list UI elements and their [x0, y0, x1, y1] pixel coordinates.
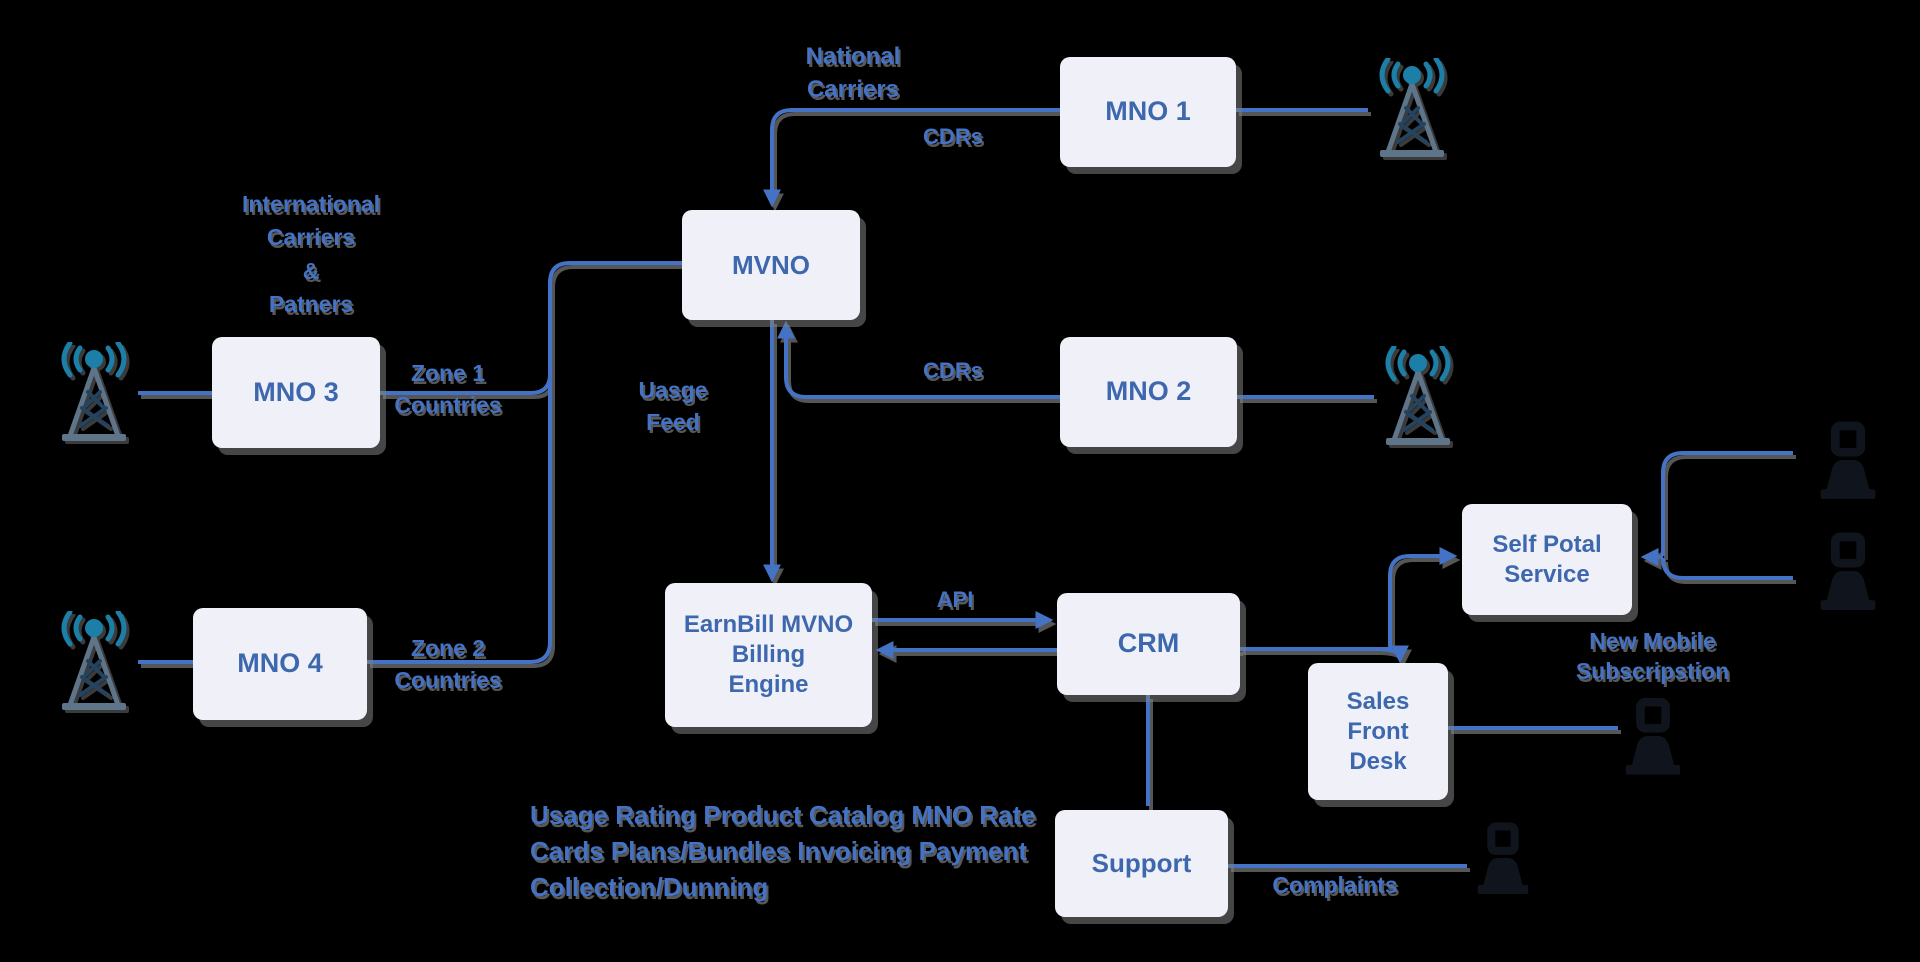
label-complaints: Complaints — [1272, 872, 1398, 898]
edge-international-trunk-mvno-to-mno4 — [367, 261, 682, 664]
label-cdrs-mid: CDRs — [923, 358, 983, 383]
cell-tower-icon — [61, 342, 127, 441]
cell-tower-icon — [1385, 346, 1451, 445]
cell-tower-icon — [1379, 58, 1445, 157]
node-mno2[interactable]: MNO 2 — [1060, 337, 1237, 447]
node-self-portal-service[interactable]: Self Potal Service — [1462, 504, 1632, 615]
user-icon — [1625, 697, 1681, 775]
label-new-mobile-subscription: New Mobile Subscripstion — [1575, 628, 1730, 684]
node-mno1[interactable]: MNO 1 — [1060, 57, 1236, 167]
node-crm[interactable]: CRM — [1057, 593, 1240, 695]
node-mvno[interactable]: MVNO — [682, 210, 860, 320]
label-zone2-countries: Zone 2 Countries — [394, 635, 502, 693]
edge-user1-to-bracket — [1661, 451, 1793, 556]
label-international-carriers-partners: International Carriers & Patners — [241, 191, 380, 318]
user-icon — [1820, 532, 1876, 610]
label-api: API — [936, 587, 974, 612]
node-support[interactable]: Support — [1055, 810, 1228, 917]
node-sales-front-desk[interactable]: Sales Front Desk — [1308, 663, 1448, 800]
edge-junction-to-selfportal — [1388, 547, 1458, 649]
edge-user2-to-bracket — [1661, 557, 1793, 580]
label-national-carriers: National Carriers — [805, 43, 901, 104]
user-icon — [1820, 421, 1876, 499]
edge-mno2-to-mvno-cdrs — [777, 320, 1060, 399]
node-earnbill-billing-engine[interactable]: EarnBill MVNO Billing Engine — [665, 583, 872, 727]
user-icon — [1477, 822, 1529, 894]
edge-mno1-to-mvno — [763, 108, 1060, 208]
label-cdrs-top: CDRs — [923, 124, 983, 149]
node-mno4[interactable]: MNO 4 — [193, 608, 367, 720]
edge-mno3-zone1-branch — [380, 340, 552, 395]
label-zone1-countries: Zone 1 Countries — [394, 360, 502, 418]
label-usage-feed: Uasge Feed — [638, 377, 708, 435]
edge-junction-to-sales — [1377, 645, 1409, 664]
label-billing-functions: Usage Rating Product Catalog MNO Rate Ca… — [530, 800, 1036, 902]
cell-tower-icon — [61, 611, 127, 710]
node-mno3[interactable]: MNO 3 — [212, 337, 380, 448]
